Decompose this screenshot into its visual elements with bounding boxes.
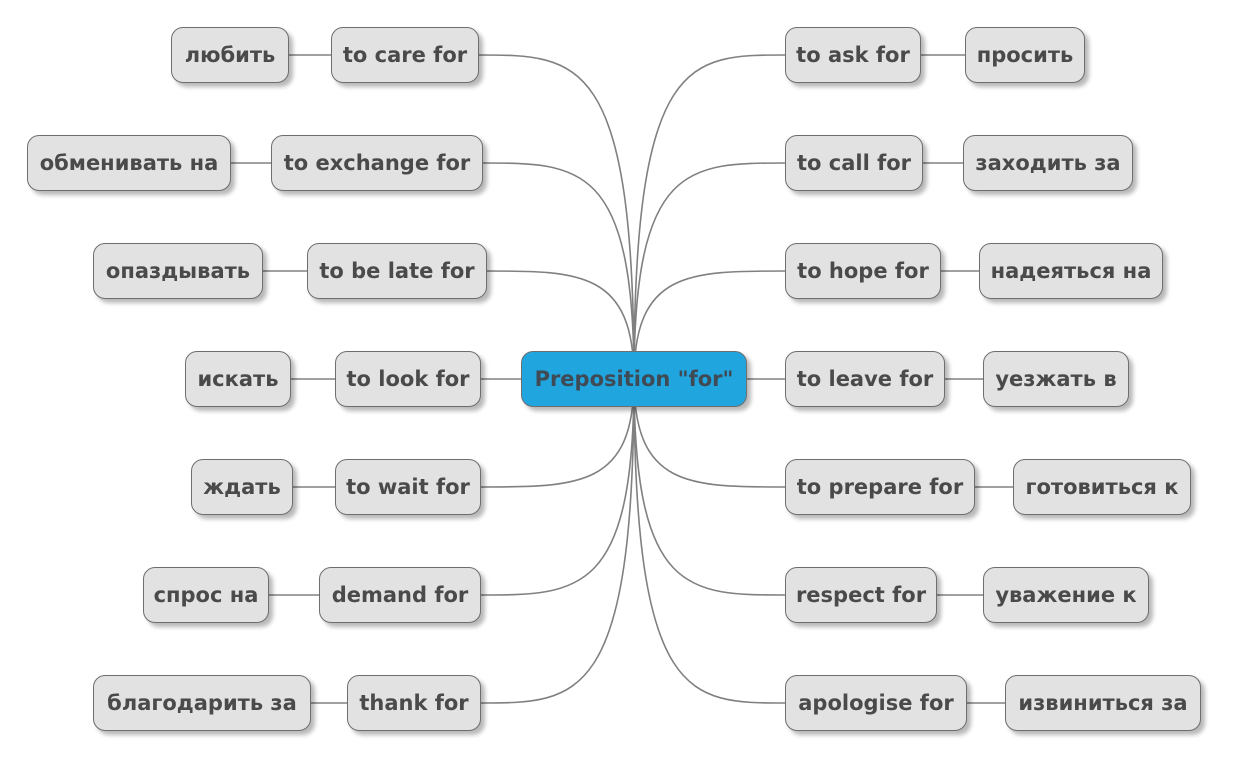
right-translation-node: надеяться на bbox=[979, 243, 1163, 299]
left-translation-node: обменивать на bbox=[27, 135, 231, 191]
left-phrase-node: to exchange for bbox=[271, 135, 483, 191]
left-translation-node: опаздывать bbox=[93, 243, 263, 299]
left-phrase-node: to wait for bbox=[335, 459, 481, 515]
right-phrase-node: to call for bbox=[785, 135, 923, 191]
left-branch-line bbox=[480, 378, 635, 596]
right-translation-node: готовиться к bbox=[1013, 459, 1191, 515]
right-phrase-node: respect for bbox=[785, 567, 937, 623]
right-branch-line bbox=[633, 162, 786, 380]
left-translation-node: ждать bbox=[191, 459, 293, 515]
right-branch-line bbox=[633, 378, 786, 704]
left-translation-node: благодарить за bbox=[93, 675, 311, 731]
right-phrase-node: to hope for bbox=[785, 243, 941, 299]
left-phrase-node: demand for bbox=[319, 567, 481, 623]
right-translation-node: уезжать в bbox=[983, 351, 1129, 407]
right-branch-line bbox=[633, 378, 786, 596]
left-translation-node: искать bbox=[185, 351, 291, 407]
left-translation-node: спрос на bbox=[143, 567, 269, 623]
root-node: Preposition "for" bbox=[521, 351, 747, 407]
left-branch-line bbox=[486, 270, 635, 380]
left-translation-node: любить bbox=[171, 27, 289, 83]
right-branch-line bbox=[633, 378, 786, 488]
right-phrase-node: to leave for bbox=[785, 351, 945, 407]
right-phrase-node: apologise for bbox=[785, 675, 967, 731]
right-translation-node: извиниться за bbox=[1005, 675, 1201, 731]
right-translation-node: просить bbox=[965, 27, 1085, 83]
left-branch-line bbox=[482, 162, 635, 380]
left-phrase-node: to look for bbox=[335, 351, 481, 407]
right-branch-line bbox=[633, 270, 786, 380]
left-branch-line bbox=[480, 378, 635, 488]
right-translation-node: заходить за bbox=[963, 135, 1133, 191]
right-branch-line bbox=[633, 54, 786, 380]
left-phrase-node: thank for bbox=[347, 675, 481, 731]
left-phrase-node: to care for bbox=[331, 27, 479, 83]
left-phrase-node: to be late for bbox=[307, 243, 487, 299]
left-branch-line bbox=[478, 54, 635, 380]
right-phrase-node: to prepare for bbox=[785, 459, 975, 515]
right-phrase-node: to ask for bbox=[785, 27, 921, 83]
right-translation-node: уважение к bbox=[983, 567, 1149, 623]
left-branch-line bbox=[480, 378, 635, 704]
